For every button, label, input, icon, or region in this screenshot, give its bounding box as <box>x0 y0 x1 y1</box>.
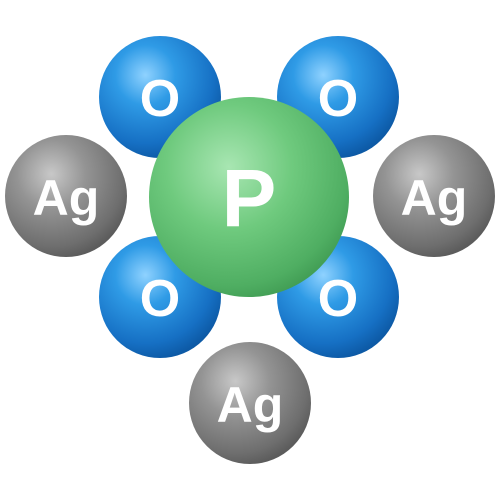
silver-atom-ag-right: Ag <box>373 135 495 257</box>
oxygen-atom-label: O <box>318 270 358 328</box>
silver-atom-ag-left: Ag <box>5 135 127 257</box>
phosphorus-atom-p-center: P <box>149 97 349 297</box>
oxygen-atom-label: O <box>140 270 180 328</box>
silver-atom-label: Ag <box>401 170 468 226</box>
silver-atom-sphere <box>373 135 495 257</box>
oxygen-atom-label: O <box>318 70 358 128</box>
oxygen-atom-label: O <box>140 70 180 128</box>
silver-atom-sphere <box>189 342 311 464</box>
silver-atom-sphere <box>5 135 127 257</box>
silver-atom-ag-bottom: Ag <box>189 342 311 464</box>
silver-atom-label: Ag <box>217 377 284 433</box>
phosphorus-atom-label: P <box>222 154 277 245</box>
silver-atom-label: Ag <box>33 170 100 226</box>
phosphorus-atom-sphere <box>149 97 349 297</box>
